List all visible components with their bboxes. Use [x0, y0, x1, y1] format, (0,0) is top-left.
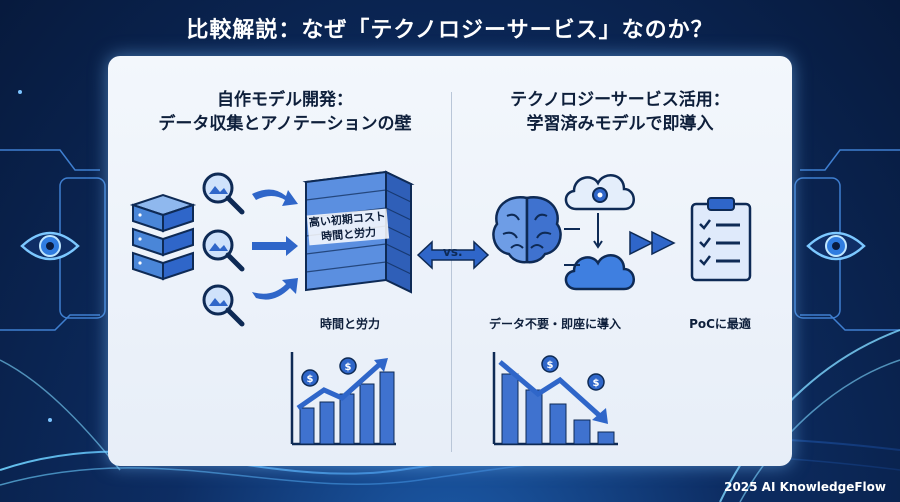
right-heading-line2: 学習済みモデルで即導入	[526, 114, 714, 134]
right-chart-bar-2	[525, 389, 543, 445]
connector-lines	[564, 213, 603, 266]
cloud-icon	[564, 254, 635, 291]
left-chart-bar-2	[319, 401, 335, 445]
left-caption: 時間と労力	[319, 317, 380, 331]
vs-double-arrow-icon	[416, 240, 490, 270]
forward-arrows-icon	[629, 230, 676, 256]
right-chart-bar-5	[597, 431, 615, 445]
rising-cost-chart: $$	[290, 352, 396, 446]
left-chart-bar-5	[379, 371, 395, 445]
right-caption-right: PoCに最適	[689, 317, 751, 331]
page-title: 比較解説：なぜ「テクノロジーサービス」なのか？	[186, 18, 714, 43]
magnifier-image-icon-3	[202, 284, 245, 327]
magnifier-image-icon-1	[202, 172, 245, 215]
left-chart-bar-3	[339, 393, 355, 445]
cloud-gear-icon	[564, 174, 635, 211]
panel-divider	[451, 92, 452, 452]
brain-icon	[492, 196, 562, 264]
magnifier-image-icon-2	[202, 229, 245, 272]
arrows-to-wall	[252, 189, 298, 300]
footer-credit: 2025 AI KnowledgeFlow	[724, 480, 886, 494]
left-heading-line1: 自作モデル開発：	[217, 90, 353, 110]
coin-dollar-icon-right	[541, 355, 605, 391]
falling-cost-chart: $$	[492, 352, 618, 446]
right-heading-line1: テクノロジーサービス活用：	[510, 90, 730, 110]
svg-text:$: $	[547, 360, 554, 371]
left-heading: 自作モデル開発： データ収集とアノテーションの壁	[125, 88, 445, 136]
right-heading: テクノロジーサービス活用： 学習済みモデルで即導入	[460, 88, 780, 136]
left-chart-bar-4	[359, 383, 375, 445]
svg-text:$: $	[593, 378, 600, 389]
right-chart-bar-3	[549, 403, 567, 445]
left-heading-line2: データ収集とアノテーションの壁	[158, 114, 412, 134]
coin-dollar-icon-left	[301, 357, 357, 387]
eye-icon-right	[806, 231, 866, 261]
left-chart-bar-1	[299, 407, 315, 445]
comparison-panel	[108, 56, 792, 466]
eye-icon-left	[20, 231, 80, 261]
vs-label: vs.	[443, 245, 463, 259]
svg-text:$: $	[307, 374, 314, 385]
svg-text:$: $	[345, 362, 352, 373]
right-caption-left: データ不要・即座に導入	[488, 317, 621, 331]
right-chart-bar-1	[501, 373, 519, 445]
clipboard-checklist-icon	[690, 197, 752, 282]
server-stack-icon	[129, 193, 197, 281]
right-chart-bar-4	[573, 419, 591, 445]
